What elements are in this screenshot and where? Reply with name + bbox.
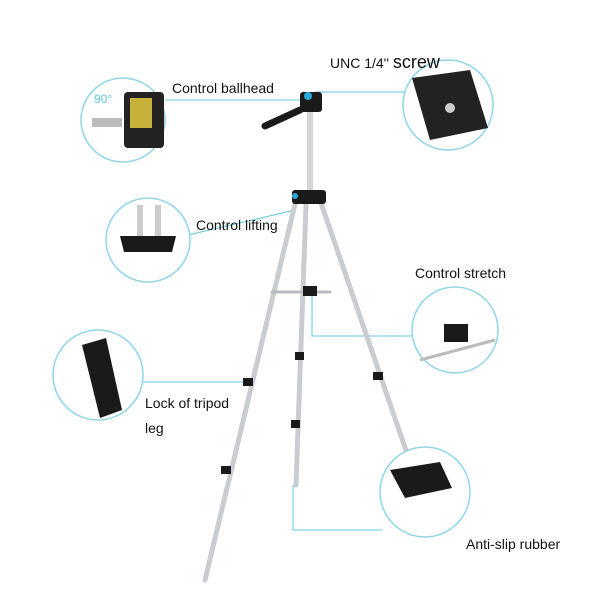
mount-plate-icon — [92, 118, 122, 127]
leg-lock — [243, 378, 253, 386]
leg-lock — [221, 466, 231, 474]
label-rubber: Anti-slip rubber — [466, 536, 561, 552]
crown — [292, 190, 326, 204]
leader-rubber — [292, 485, 382, 531]
spreader-detail — [419, 338, 496, 362]
pan-handle — [261, 106, 304, 130]
label-ballhead: Control ballhead — [172, 80, 274, 96]
label-lock-line1: Lock of tripod — [145, 395, 230, 411]
label-lock-line2: leg — [145, 420, 164, 436]
tripod-leg-right — [317, 197, 413, 465]
screw-icon — [445, 103, 455, 113]
leg-lock — [295, 352, 304, 360]
leg-lock — [373, 372, 383, 380]
rubber-foot-icon — [390, 462, 452, 498]
leader-lifting — [187, 209, 296, 236]
blue-knob — [304, 92, 312, 100]
label-screw: UNC 1/4'' screw — [330, 52, 440, 73]
label-screw-prefix: UNC 1/4'' — [330, 55, 390, 71]
blue-knob — [292, 193, 298, 199]
label-lifting: Control lifting — [196, 217, 278, 233]
tripod-leg-left — [202, 197, 299, 583]
stretch-hub-icon — [444, 324, 468, 342]
leader-stretch — [311, 292, 412, 337]
leg-lock — [291, 420, 300, 428]
spreader-hub — [303, 286, 317, 296]
camera-screen — [130, 98, 152, 128]
tripod-leg-middle — [293, 202, 309, 488]
leg-lock-icon — [82, 338, 122, 418]
lifting-clamp-icon — [120, 236, 176, 252]
label-screw-word: screw — [392, 52, 440, 72]
label-angle: 90° — [94, 92, 113, 106]
label-stretch: Control stretch — [415, 265, 507, 281]
